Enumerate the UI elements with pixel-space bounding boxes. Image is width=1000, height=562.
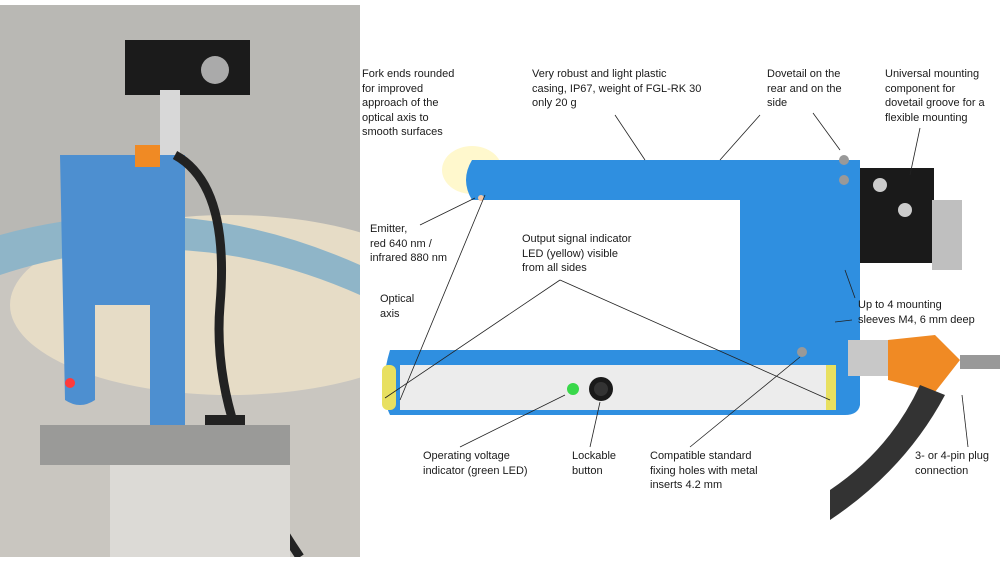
connector-icon (888, 335, 960, 392)
annotation-operating-voltage: Operating voltage indicator (green LED) (423, 450, 528, 477)
annotation-mounting-sleeves: Up to 4 mounting sleeves M4, 6 mm deep (858, 299, 975, 326)
sensor-diagram: Fork ends rounded for improved approach … (360, 0, 1000, 562)
green-led-icon (567, 383, 579, 395)
sensor-body (384, 160, 860, 415)
fork-sensor-illustration (382, 112, 1000, 520)
plug-nut (848, 340, 888, 376)
annotation-fixing-holes: Compatible standard fixing holes with me… (650, 450, 758, 491)
mounting-block (852, 168, 934, 263)
cable (830, 385, 945, 520)
annotation-mounting-component: Universal mounting component for dovetai… (885, 68, 985, 124)
annotation-casing: Very robust and light plastic casing, IP… (532, 68, 702, 109)
annotation-output-led: Output signal indicator LED (yellow) vis… (522, 233, 632, 274)
annotation-optical-axis: Optical axis (380, 293, 415, 320)
annotation-emitter: Emitter, red 640 nm / infrared 880 nm (370, 223, 448, 264)
front-face (400, 365, 830, 410)
annotation-fork-ends: Fork ends rounded for improved approach … (362, 68, 455, 138)
annotation-lockable-button: Lockable button (572, 450, 617, 477)
annotation-plug: 3- or 4-pin plug connection (915, 450, 989, 477)
annotation-dovetail: Dovetail on the rear and on the side (767, 68, 842, 109)
application-photo (0, 5, 360, 557)
emitter-icon (478, 195, 484, 201)
